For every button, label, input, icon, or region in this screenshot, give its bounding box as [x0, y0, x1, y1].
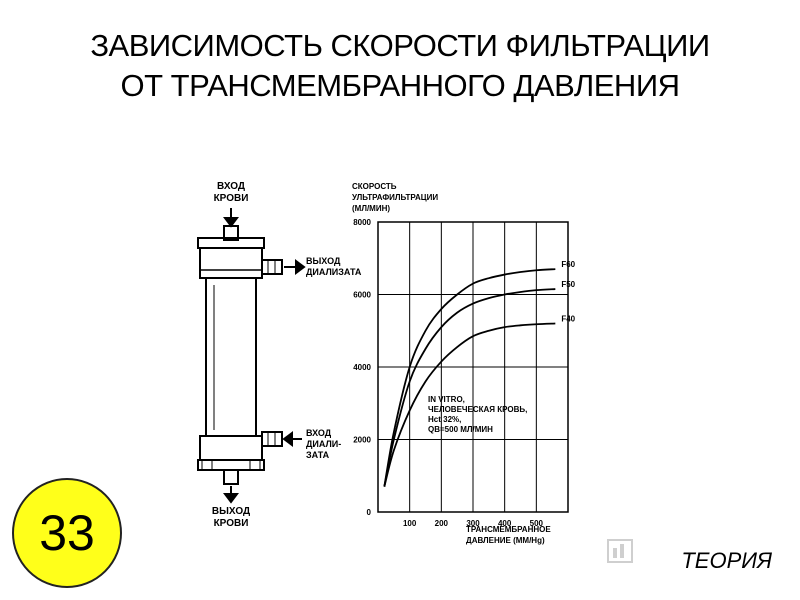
series-line-f40: [383, 322, 556, 487]
slide-title-line-2: ОТ ТРАНСМЕМБРАННОГО ДАВЛЕНИЯ: [120, 68, 681, 103]
y-tick-label: 2000: [353, 436, 371, 445]
annotation-line-4: QB=500 МЛ/МИН: [428, 425, 493, 434]
annotation-line-3: Hct 32%,: [428, 415, 461, 424]
dialysate-out-arrow-head: [295, 259, 306, 275]
slide-title: ЗАВИСИМОСТЬ СКОРОСТИ ФИЛЬТРАЦИИ ОТ ТРАНС…: [0, 26, 800, 106]
annotation-line-2: ЧЕЛОВЕЧЕСКАЯ КРОВЬ,: [428, 405, 527, 414]
blood-in-label-1: ВХОД: [217, 181, 245, 192]
series-label-f60: F60: [561, 260, 575, 269]
series-label-f40: F40: [561, 315, 575, 324]
dialysate-in-label-1: ВХОД: [306, 428, 332, 438]
ultrafiltration-chart: СКОРОСТЬ УЛЬТРАФИЛЬТРАЦИИ (МЛ/МИН) ТРАНС…: [352, 182, 576, 545]
slide-number-badge: 33: [12, 478, 122, 588]
annotation-line-1: IN VITRO,: [428, 395, 465, 404]
x-tick-label: 400: [498, 519, 512, 528]
dialysate-out-label-2: ДИАЛИЗАТА: [306, 267, 362, 277]
dialysate-out-label-1: ВЫХОД: [306, 256, 341, 266]
bottom-header: [199, 435, 263, 461]
x-tick-label: 100: [403, 519, 417, 528]
x-tick-label: 300: [466, 519, 480, 528]
section-label: ТЕОРИЯ: [681, 548, 772, 573]
bottom-blood-nozzle: [223, 469, 239, 485]
x-tick-label: 500: [530, 519, 544, 528]
watermark-icon: [607, 539, 633, 563]
y-tick-label: 6000: [353, 291, 371, 300]
watermark-logo: [607, 539, 633, 563]
series-line-f60: [383, 268, 556, 487]
y-tick-label: 4000: [353, 363, 371, 372]
x-axis-label-1: ТРАНСМЕМБРАННОЕ: [466, 525, 551, 534]
dialysate-in-port: [261, 431, 283, 447]
blood-in-label-2: КРОВИ: [214, 193, 249, 204]
dialysate-in-label-2: ДИАЛИ-: [306, 439, 341, 449]
dialyzer-illustration: [197, 225, 283, 485]
blood-in-arrow-head: [223, 217, 239, 228]
dialysate-in-arrow-head: [282, 431, 293, 447]
x-tick-label: 200: [435, 519, 449, 528]
y-tick-label: 0: [367, 508, 372, 517]
dialysate-in-label-3: ЗАТА: [306, 450, 330, 460]
y-axis-label-3: (МЛ/МИН): [352, 204, 390, 213]
y-axis-label-1: СКОРОСТЬ: [352, 182, 397, 191]
blood-out-arrow-head: [223, 493, 239, 504]
dialysate-out-port: [261, 259, 283, 275]
top-header: [199, 247, 263, 279]
y-axis-label-2: УЛЬТРАФИЛЬТРАЦИИ: [352, 193, 438, 202]
blood-out-label-2: КРОВИ: [214, 518, 249, 529]
slide-title-line-1: ЗАВИСИМОСТЬ СКОРОСТИ ФИЛЬТРАЦИИ: [90, 28, 710, 63]
x-axis-label-2: ДАВЛЕНИЕ (ММ/Hg): [466, 536, 545, 545]
flow-arrows: [223, 208, 306, 504]
y-tick-label: 8000: [353, 218, 371, 227]
dialyzer-body: [205, 278, 257, 436]
series-line-f50: [383, 288, 556, 487]
blood-out-label-1: ВЫХОД: [212, 506, 250, 517]
bottom-cap-ring: [197, 459, 265, 471]
series-label-f50: F50: [561, 280, 575, 289]
